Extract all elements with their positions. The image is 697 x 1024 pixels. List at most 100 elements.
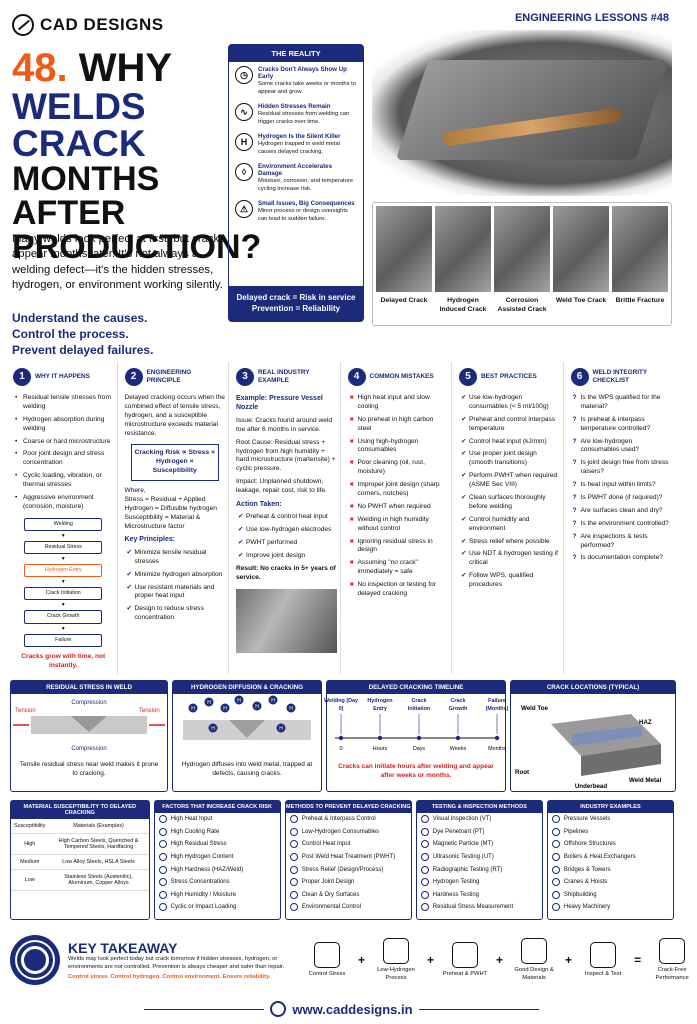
hydrogen-atom-label: H: [255, 704, 259, 710]
item-icon: [420, 890, 429, 899]
key-principles-label: Key Principles:: [124, 536, 176, 544]
list-item: Low-Hydrogen Consumables: [286, 826, 411, 839]
warning-icon: ⚠: [235, 200, 253, 219]
website-link[interactable]: www.caddesigns.in: [292, 1001, 413, 1017]
item-icon: [158, 878, 167, 887]
action-label: Action Taken:: [236, 501, 282, 508]
reality-footer-line: Prevention = Reliability: [251, 304, 341, 314]
item-label: Proper Joint Design: [301, 879, 355, 886]
column-heading: WHY IT HAPPENS: [35, 372, 90, 380]
crack-type-label: Corrosion Assisted Crack: [497, 297, 547, 314]
item-icon: [420, 903, 429, 912]
item-icon: [289, 878, 298, 887]
reality-item-title: Hidden Stresses Remain: [258, 103, 331, 111]
timeline-diagram: Welding (Day0)0HydrogenEntryHoursCrackIn…: [324, 698, 509, 752]
list-item: Are surfaces clean and dry?: [573, 507, 672, 516]
item-icon: [551, 815, 560, 824]
list-item: Cyclic or Impact Loading: [155, 901, 280, 914]
item-icon: [158, 903, 167, 912]
table-header-cell: Materials (Examples): [48, 819, 149, 834]
hydrogen-atom-label: H: [223, 706, 227, 712]
compression-label: Compression: [71, 700, 106, 706]
list-item: No preheat in high carbon steel: [350, 416, 449, 434]
panel-heading: CRACK LOCATIONS (TYPICAL): [511, 681, 675, 694]
item-label: Hydrogen Testing: [432, 879, 480, 886]
list-item: Pressure Vessels: [548, 813, 673, 826]
item-label: Boilers & Heat Exchangers: [563, 854, 636, 861]
takeaway-description: Welds may look perfect today but crack t…: [68, 956, 285, 970]
item-label: Post Weld Heat Treatment (PWHT): [301, 854, 396, 861]
arrow-down-icon: ▼: [60, 556, 66, 563]
timeline-tick-label: Months: [488, 746, 506, 752]
list-item: High Cooling Rate: [155, 826, 280, 839]
equation-item: Preheat & PWHT: [440, 941, 490, 979]
item-icon: [158, 890, 167, 899]
timeline-tick-label: Days: [413, 746, 426, 752]
item-icon: [420, 878, 429, 887]
timeline-event: Crack: [451, 698, 466, 704]
hydrogen-atom-label: H: [211, 726, 215, 732]
crack-photo: [494, 206, 550, 292]
equation-label: Control Stress: [308, 970, 346, 977]
hydrogen-atom: [204, 697, 214, 707]
arrow-down-icon: ▼: [60, 532, 66, 539]
target-icon: [10, 935, 60, 985]
list-item: Heavy Machinery: [548, 901, 673, 914]
equation-item: Inspect & Test: [578, 941, 628, 979]
equation-icon: [452, 941, 479, 968]
weld-shape: [229, 720, 265, 738]
item-label: Bridges & Towers: [563, 866, 611, 873]
item-label: Cyclic or Impact Loading: [170, 904, 237, 911]
reality-box: THE REALITY ◷Cracks Don't Always Show Up…: [228, 44, 364, 322]
list-item: Improper joint design (sharp corners, no…: [350, 481, 449, 499]
item-icon: [420, 853, 429, 862]
item-icon: [158, 865, 167, 874]
list-item: Use NDT & hydrogen testing if critical: [461, 550, 560, 568]
list-item: Is the environment controlled?: [573, 520, 672, 529]
where-line: Susceptibility = Material & Microstructu…: [124, 513, 201, 530]
arrow-down-icon: ▼: [60, 602, 66, 609]
item-icon: [289, 853, 298, 862]
root-cause-text: Root Cause: Residual stress + hydrogen f…: [236, 438, 336, 473]
steel-plate: [395, 60, 669, 160]
timeline-dot: [416, 735, 422, 741]
list-item: Use low-hydrogen electrodes: [238, 526, 337, 535]
arrow-down-icon: ▼: [60, 625, 66, 632]
principle-text: Delayed cracking occurs when the combine…: [124, 394, 225, 437]
residual-stress-panel: RESIDUAL STRESS IN WELD Compression Comp…: [10, 680, 168, 792]
step-number: 2: [124, 368, 143, 386]
takeaway-emphasis: Control stress. Control hydrogen. Contro…: [68, 973, 271, 980]
equation-icon: [383, 937, 410, 964]
list-item: Clean surfaces thoroughly before welding: [461, 494, 560, 512]
equation-icon: [521, 937, 548, 964]
reality-header: THE REALITY: [229, 45, 363, 62]
item-icon: [289, 903, 298, 912]
flow-step: Hydrogen Entry: [24, 564, 103, 578]
table-cell: Medium: [11, 854, 49, 870]
list-item: Visual Inspection (VT): [417, 813, 542, 826]
timeline-dot: [455, 735, 461, 741]
website-bar[interactable]: www.caddesigns.in: [0, 998, 683, 1020]
list-item: Residual Stress Measurement: [417, 901, 542, 914]
list-item: Stress Relief (Design/Process): [286, 863, 411, 876]
equation-operator: +: [358, 953, 366, 967]
item-icon: [158, 827, 167, 836]
item-icon: [289, 815, 298, 824]
crack-photo: [376, 206, 432, 292]
crack-type-label: Brittle Fracture: [615, 297, 665, 304]
item-icon: [551, 878, 560, 887]
crack-flow: Welding▼Residual Stress▼Hydrogen Entry▼C…: [13, 517, 114, 647]
equation-label: Inspect & Test: [584, 970, 622, 977]
flow-step: Welding: [24, 517, 103, 531]
reality-item-title: Environment Accelerates Damage: [258, 163, 333, 178]
weld-shape: [571, 726, 643, 746]
column-heading: REAL INDUSTRY EXAMPLE: [258, 368, 310, 384]
